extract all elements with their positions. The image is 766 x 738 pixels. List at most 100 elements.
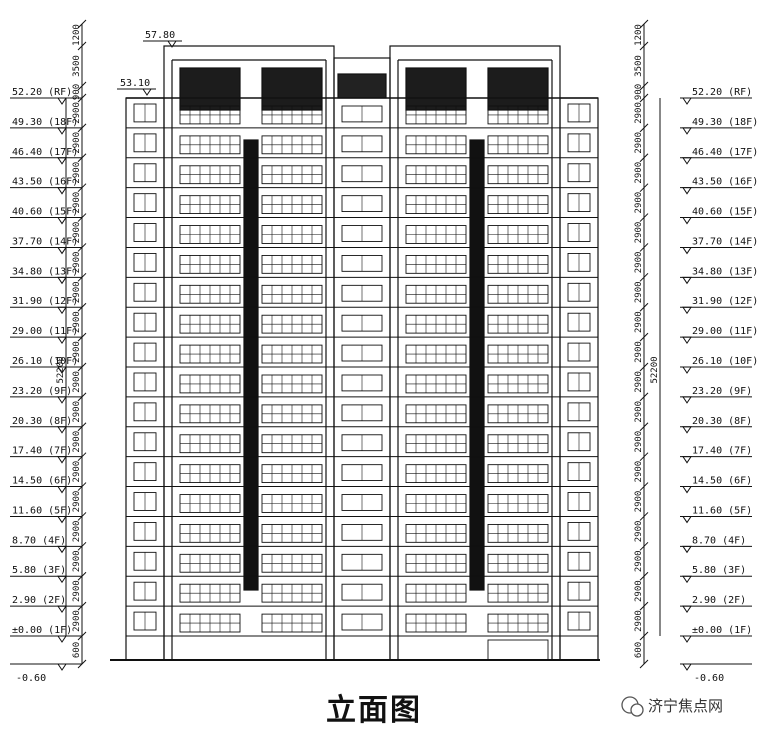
level-marker: 2.90 (2F) xyxy=(10,595,82,614)
level-marker: 37.70 (14F) xyxy=(10,236,82,255)
dimension-label: 1200 xyxy=(72,24,82,46)
dimension-label: 2900 xyxy=(72,521,82,543)
dimension-label: 2900 xyxy=(634,461,644,483)
dimension-label: 2900 xyxy=(634,521,644,543)
level-label: 46.40 (17F) xyxy=(692,147,758,158)
dimension-label: 3500 xyxy=(634,55,644,77)
level-marker: 17.40 (7F) xyxy=(10,446,82,464)
level-marker: 43.50 (16F) xyxy=(10,177,82,195)
level-label: 23.20 (9F) xyxy=(12,386,72,397)
level-marker: 49.30 (18F) xyxy=(10,117,82,135)
level-marker: 46.40 (17F) xyxy=(680,147,758,165)
window-grid xyxy=(133,103,591,661)
level-marker: 20.30 (8F) xyxy=(10,416,82,434)
level-marker: 52.20 (RF) xyxy=(680,87,752,105)
dimension-label: 2900 xyxy=(634,580,644,602)
level-marker: 11.60 (5F) xyxy=(680,505,752,524)
ground-mark-left: -0.60 xyxy=(10,663,82,684)
level-label: 43.50 (16F) xyxy=(692,177,758,188)
level-marker: ±0.00 (1F) xyxy=(10,625,82,643)
level-marker: 52.20 (RF) xyxy=(10,87,82,105)
level-label: 17.40 (7F) xyxy=(692,446,752,457)
level-label: 46.40 (17F) xyxy=(12,147,78,158)
dimension-label: 2900 xyxy=(72,341,82,363)
level-label: 14.50 (6F) xyxy=(12,476,72,487)
dimension-label: 2900 xyxy=(634,431,644,453)
left-level-markers: 52.20 (RF) 49.30 (18F) 46.40 (17F) 43.50 (1… xyxy=(10,87,82,643)
level-marker: 14.50 (6F) xyxy=(10,476,82,494)
level-marker: 14.50 (6F) xyxy=(680,476,752,494)
dimension-label: 2900 xyxy=(634,252,644,274)
level-marker: 29.00 (11F) xyxy=(680,326,758,345)
level-label: 34.80 (13F) xyxy=(12,266,78,277)
level-label: 40.60 (15F) xyxy=(12,207,78,218)
level-marker: 26.10 (10F) xyxy=(680,356,758,374)
level-marker: 23.20 (9F) xyxy=(680,386,752,404)
dimension-label: 2900 xyxy=(634,550,644,572)
dimension-label: 2900 xyxy=(72,162,82,184)
dimension-label: 900 xyxy=(72,84,82,100)
level-label: 20.30 (8F) xyxy=(12,416,72,427)
total-dimension-label: 52200 xyxy=(650,356,660,383)
ground-mark-right: -0.60 xyxy=(680,663,752,684)
building-elevation xyxy=(110,45,600,661)
level-label: 11.60 (5F) xyxy=(12,505,72,516)
level-marker: 8.70 (4F) xyxy=(10,535,82,554)
level-label: 26.10 (10F) xyxy=(12,356,78,367)
level-marker: 8.70 (4F) xyxy=(680,535,752,554)
level-label: 37.70 (14F) xyxy=(12,236,78,247)
dimension-label: 2900 xyxy=(634,371,644,393)
level-marker: 34.80 (13F) xyxy=(10,266,82,285)
side-elevation-mark: 53.10 xyxy=(117,78,156,96)
right-level-markers: 52.20 (RF) 49.30 (18F) 46.40 (17F) 43.50 (1… xyxy=(680,87,758,643)
drawing-title: 立面图 xyxy=(326,693,422,728)
level-marker: 31.90 (12F) xyxy=(680,296,758,315)
dimension-label: 2900 xyxy=(72,102,82,124)
level-label: 8.70 (4F) xyxy=(692,535,746,546)
level-marker: 34.80 (13F) xyxy=(680,266,758,285)
dimension-label: 2900 xyxy=(634,162,644,184)
level-label: 14.50 (6F) xyxy=(692,476,752,487)
dimension-label: 2900 xyxy=(634,132,644,154)
top-elevation-label: 57.80 xyxy=(145,30,175,41)
level-label: 20.30 (8F) xyxy=(692,416,752,427)
level-marker: 40.60 (15F) xyxy=(10,207,82,225)
level-marker: 43.50 (16F) xyxy=(680,177,758,195)
dimension-label: 2900 xyxy=(72,311,82,333)
dimension-label: 900 xyxy=(634,84,644,100)
dimension-label: 2900 xyxy=(72,281,82,303)
level-label: 2.90 (2F) xyxy=(692,595,746,606)
dimension-label: 2900 xyxy=(72,401,82,423)
dimension-label: 1200 xyxy=(634,24,644,46)
level-label: 5.80 (3F) xyxy=(12,565,66,576)
right-dimension-string: 1200 3500 900 2900 2900 2900 2900 2900 2900 2900 2… xyxy=(634,19,661,669)
level-marker: 37.70 (14F) xyxy=(680,236,758,255)
dimension-label: 2900 xyxy=(72,580,82,602)
ground-label-left: -0.60 xyxy=(16,673,46,684)
level-label: 43.50 (16F) xyxy=(12,177,78,188)
dimension-label: 2900 xyxy=(634,281,644,303)
level-label: 5.80 (3F) xyxy=(692,565,746,576)
level-label: 52.20 (RF) xyxy=(692,87,752,98)
side-elevation-label: 53.10 xyxy=(120,78,150,89)
level-label: 11.60 (5F) xyxy=(692,505,752,516)
watermark-text: 济宁焦点网 xyxy=(648,697,723,715)
dimension-label: 2900 xyxy=(72,550,82,572)
level-label: 49.30 (18F) xyxy=(12,117,78,128)
dimension-label: 2900 xyxy=(634,192,644,214)
level-label: 40.60 (15F) xyxy=(692,207,758,218)
level-marker: 46.40 (17F) xyxy=(10,147,82,165)
level-marker: 17.40 (7F) xyxy=(680,446,752,464)
level-marker: 31.90 (12F) xyxy=(10,296,82,315)
total-dimension-label: 52200 xyxy=(56,356,66,383)
level-label: 8.70 (4F) xyxy=(12,535,66,546)
dimension-label: 2900 xyxy=(72,491,82,513)
dimension-label: 2900 xyxy=(634,311,644,333)
level-marker: 5.80 (3F) xyxy=(680,565,752,584)
level-label: 37.70 (14F) xyxy=(692,236,758,247)
level-marker: 49.30 (18F) xyxy=(680,117,758,135)
level-label: 31.90 (12F) xyxy=(12,296,78,307)
top-elevation-mark: 57.80 xyxy=(143,30,182,48)
level-label: 49.30 (18F) xyxy=(692,117,758,128)
